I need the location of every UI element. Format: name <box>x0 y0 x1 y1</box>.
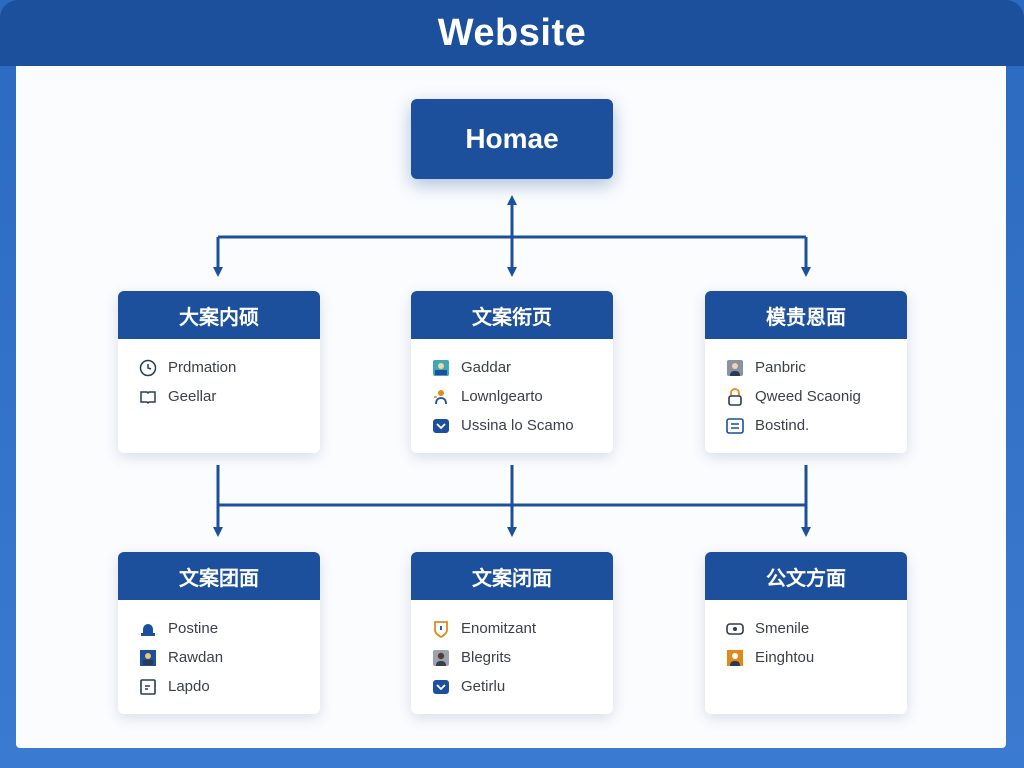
list-item[interactable]: Getirlu <box>431 672 613 701</box>
landscape-image-icon <box>431 358 451 378</box>
item-label: Bostind. <box>755 417 810 434</box>
inbox-icon <box>431 416 451 436</box>
item-label: Qweed Scaonig <box>755 388 861 405</box>
item-label: Rawdan <box>168 649 224 666</box>
list-item[interactable]: Blegrits <box>431 643 613 672</box>
item-label: Ussina lo Scamo <box>461 417 574 434</box>
diagram-title: Website <box>437 11 587 54</box>
item-label: Geellar <box>168 388 217 405</box>
photo-icon <box>138 648 158 668</box>
card-3[interactable]: 模贵恩面 Panbric Qweed Scaonig Bostind. <box>705 291 907 453</box>
card-title: 模贵恩面 <box>705 291 907 339</box>
item-label: Postine <box>168 620 219 637</box>
card-title: 文案衔页 <box>411 291 613 339</box>
item-label: Panbric <box>755 359 806 376</box>
item-label: Gaddar <box>461 359 512 376</box>
list-item[interactable]: Bostind. <box>725 411 907 440</box>
card-title: 文案团面 <box>118 552 320 600</box>
lock-icon <box>725 387 745 407</box>
card-title: 大案内硕 <box>118 291 320 339</box>
person-upload-icon <box>431 387 451 407</box>
card-2[interactable]: 文案衔页 Gaddar Lownlgearto Ussina lo Scamo <box>411 291 613 453</box>
list-item[interactable]: Enomitzant <box>431 614 613 643</box>
card-1[interactable]: 大案内硕 Prdmation Geellar <box>118 291 320 453</box>
book-icon <box>138 387 158 407</box>
item-label: Lapdo <box>168 678 210 695</box>
user-portrait-icon <box>725 358 745 378</box>
list-item[interactable]: Prdmation <box>138 353 320 382</box>
document-icon <box>725 416 745 436</box>
list-item[interactable]: Rawdan <box>138 643 320 672</box>
item-label: Enomitzant <box>461 620 537 637</box>
list-item[interactable]: Einghtou <box>725 643 907 672</box>
item-label: Lownlgearto <box>461 388 543 405</box>
shield-icon <box>431 619 451 639</box>
list-item[interactable]: Qweed Scaonig <box>725 382 907 411</box>
item-label: Blegrits <box>461 649 512 666</box>
person-alert-icon <box>725 648 745 668</box>
list-item[interactable]: Gaddar <box>431 353 613 382</box>
clipboard-icon <box>138 677 158 697</box>
item-label: Prdmation <box>168 359 237 376</box>
list-item[interactable]: Geellar <box>138 382 320 411</box>
list-item[interactable]: Postine <box>138 614 320 643</box>
list-item[interactable]: Panbric <box>725 353 907 382</box>
list-item[interactable]: Lapdo <box>138 672 320 701</box>
inbox-icon <box>431 677 451 697</box>
list-item[interactable]: Smenile <box>725 614 907 643</box>
clock-icon <box>138 358 158 378</box>
card-5[interactable]: 文案闭面 Enomitzant Blegrits Getirlu <box>411 552 613 714</box>
person-photo-icon <box>431 648 451 668</box>
card-6[interactable]: 公文方面 Smenile Einghtou <box>705 552 907 714</box>
header-bar: Website <box>0 0 1024 66</box>
mail-icon <box>725 619 745 639</box>
bell-icon <box>138 619 158 639</box>
list-item[interactable]: Lownlgearto <box>431 382 613 411</box>
home-node[interactable]: Homae <box>411 99 613 179</box>
item-label: Smenile <box>755 620 810 637</box>
card-title: 公文方面 <box>705 552 907 600</box>
list-item[interactable]: Ussina lo Scamo <box>431 411 613 440</box>
card-4[interactable]: 文案团面 Postine Rawdan Lapdo <box>118 552 320 714</box>
item-label: Einghtou <box>755 649 815 666</box>
item-label: Getirlu <box>461 678 506 695</box>
card-title: 文案闭面 <box>411 552 613 600</box>
